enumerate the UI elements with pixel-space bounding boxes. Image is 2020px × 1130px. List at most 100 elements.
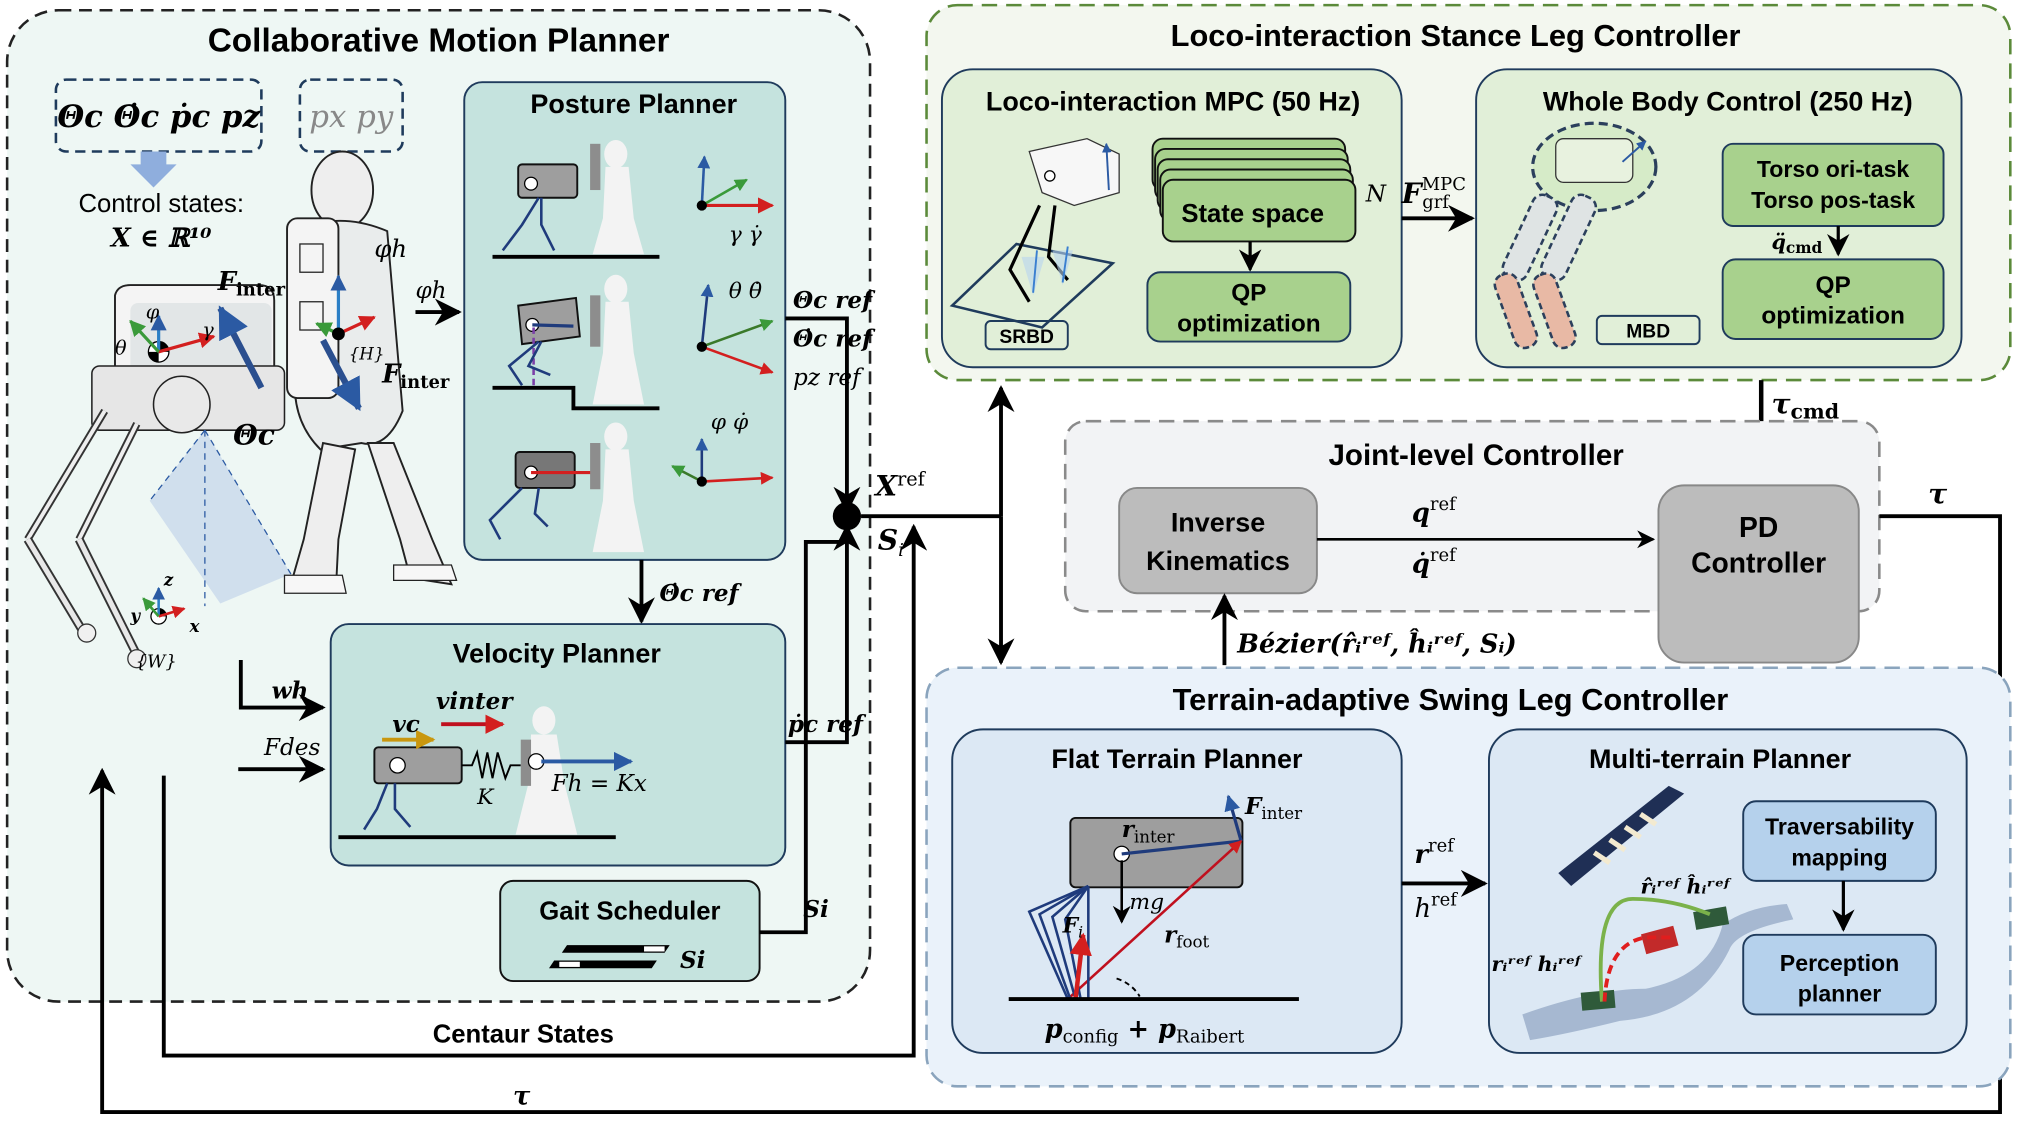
summing-junction xyxy=(832,502,862,531)
r-inter-label: rinter xyxy=(1122,816,1175,846)
gait-scheduler: Gait Scheduler Si xyxy=(499,879,761,983)
perc-line1: Perception xyxy=(1780,950,1899,976)
hat-ref-labels: r̂ᵢʳᵉᶠ ĥᵢʳᵉᶠ xyxy=(1640,875,1732,899)
spring-icon xyxy=(461,749,521,782)
srbd-tag-text: SRBD xyxy=(999,327,1054,348)
mbd-tag xyxy=(1595,314,1701,346)
axis-x-label: x xyxy=(188,616,200,636)
theta-rate-label: θ θ̇ xyxy=(729,279,762,304)
frame-w-label: {W} xyxy=(136,652,177,673)
tau-feedback-label: τ xyxy=(513,1081,531,1111)
state-space-text: State space xyxy=(1181,200,1324,228)
tau-output-label: τ xyxy=(1928,476,1948,510)
torso-task-box xyxy=(1721,142,1945,227)
velocity-planner-title: Velocity Planner xyxy=(453,639,662,669)
v-c-label: vc xyxy=(392,711,420,738)
traversability-mapping-box xyxy=(1742,800,1937,882)
x-ref-label: Xref xyxy=(873,467,927,502)
spring-k-label: K xyxy=(476,785,495,810)
down-arrow-icon xyxy=(130,151,177,188)
torso-task-line1: Torso ori-task xyxy=(1757,156,1910,182)
collaborative-motion-planner: Collaborative Motion Planner Θc Θ̇c ṗc p… xyxy=(5,8,876,1049)
gamma-label: γ xyxy=(202,318,214,341)
pd-line2: Controller xyxy=(1691,547,1826,579)
torso-task-line2: Torso pos-task xyxy=(1751,187,1915,213)
mpc-title: Loco-interaction MPC (50 Hz) xyxy=(986,86,1360,116)
wbc-qp-line2: optimization xyxy=(1761,303,1905,330)
mpc-qp-box xyxy=(1146,271,1352,343)
quadruped-robot-illustration: φ θ γ Θc z y x {W} xyxy=(23,284,292,673)
q-ref-label: qref xyxy=(1412,494,1457,529)
f-i-label: Fi xyxy=(1062,913,1084,941)
f-grf-label: FMPC xyxy=(1401,174,1466,210)
theta-dot-ref-label: Θ̇c ref xyxy=(793,326,876,353)
state-vars-box xyxy=(54,78,263,153)
posture-planner-title: Posture Planner xyxy=(530,89,737,119)
mpc-qp-line1: QP xyxy=(1231,279,1266,306)
wbc-block: Whole Body Control (250 Hz) MBD Torso or… xyxy=(1475,68,1963,369)
robot-body-block xyxy=(373,746,463,785)
theta-label: θ xyxy=(115,336,127,359)
swing-title: Terrain-adaptive Swing Leg Controller xyxy=(1173,682,1729,717)
foot-placement-formula: pconfig + pRaibert xyxy=(1045,1015,1245,1048)
gait-pattern-icon xyxy=(561,945,670,953)
bezier-label: Bézier(r̂ᵢʳᵉᶠ, ĥᵢʳᵉᶠ, Sᵢ) xyxy=(1236,627,1516,659)
f-inter-vector xyxy=(1224,794,1243,842)
state-vars-text: Θc Θ̇c ṗc pz xyxy=(57,99,261,135)
stance-leg-controller: Loco-interaction Stance Leg Controller L… xyxy=(925,3,2012,382)
velocity-planner: Velocity Planner K vc vinter Fh = Kx xyxy=(329,623,787,867)
terrain-map-illustration xyxy=(1522,785,1794,1041)
mpc-block: Loco-interaction MPC (50 Hz) SRBD State … xyxy=(940,68,1403,369)
mpc-qp-line2: optimization xyxy=(1177,310,1321,337)
gait-scheduler-title: Gait Scheduler xyxy=(539,897,720,925)
posture-row-2: θ θ̇ xyxy=(492,274,774,411)
si-output-line xyxy=(759,539,845,935)
r-ref-label: rref xyxy=(1414,835,1455,870)
qdd-cmd-label: q̈cmd xyxy=(1771,230,1822,257)
srbd-tag xyxy=(984,320,1069,351)
centaur-states-feedback-line xyxy=(161,523,928,1058)
axis-z-label: z xyxy=(163,570,174,590)
f-des-label: Fdes xyxy=(263,735,321,761)
f-h-equation: Fh = Kx xyxy=(551,771,647,797)
mbd-tag-text: MBD xyxy=(1626,322,1670,343)
phi-label: φ xyxy=(146,300,160,323)
excluded-vars-text: px py xyxy=(309,99,394,135)
tau-cmd-label: τcmd xyxy=(1771,386,1839,423)
r-foot-label: rfoot xyxy=(1164,922,1209,952)
f-inter-arrow-robot xyxy=(217,305,265,390)
w-h-input-arrow xyxy=(238,660,326,722)
f-inter-label-human: Finter xyxy=(381,360,450,393)
perception-planner-box xyxy=(1742,933,1937,1016)
posture-planner: Posture Planner γ γ̇ xyxy=(463,81,787,561)
joint-level-controller: Joint-level Controller Inverse Kinematic… xyxy=(1063,419,1881,664)
camera-footprint xyxy=(149,430,291,604)
wbc-title: Whole Body Control (250 Hz) xyxy=(1543,86,1913,116)
wbc-qp-line1: QP xyxy=(1815,272,1850,299)
theta-c-label: Θc xyxy=(233,417,275,451)
wbc-qp-box xyxy=(1721,258,1945,340)
state-space-box xyxy=(1161,178,1357,243)
flat-terrain-planner: Flat Terrain Planner rinter Finter mg rf… xyxy=(951,728,1403,1054)
joint-title: Joint-level Controller xyxy=(1329,439,1625,472)
posture-output-line xyxy=(785,316,861,514)
human-illustration: {H} φh xyxy=(283,150,458,594)
centaur-states-label: Centaur States xyxy=(433,1021,614,1049)
swing-leg-controller: Terrain-adaptive Swing Leg Controller Fl… xyxy=(925,666,2012,1088)
trav-line1: Traversability xyxy=(1765,814,1914,840)
pz-ref-label: pz ref xyxy=(793,365,864,391)
flat-title: Flat Terrain Planner xyxy=(1051,744,1303,774)
axis-y-label: y xyxy=(129,606,141,626)
ik-line1: Inverse xyxy=(1171,508,1265,538)
h-ref-label: href xyxy=(1414,889,1458,924)
v-inter-label: vinter xyxy=(436,688,514,715)
body-block xyxy=(1069,817,1244,889)
cmp-title: Collaborative Motion Planner xyxy=(208,22,670,59)
nominal-trajectory xyxy=(1602,935,1672,1002)
phi-h-label: φh xyxy=(374,234,407,263)
horizon-n-label: N xyxy=(1365,182,1387,208)
swing-trajectory xyxy=(1598,896,1711,1002)
f-inter-label-robot: Finter xyxy=(217,267,286,300)
r-foot-vector xyxy=(1066,840,1243,1000)
